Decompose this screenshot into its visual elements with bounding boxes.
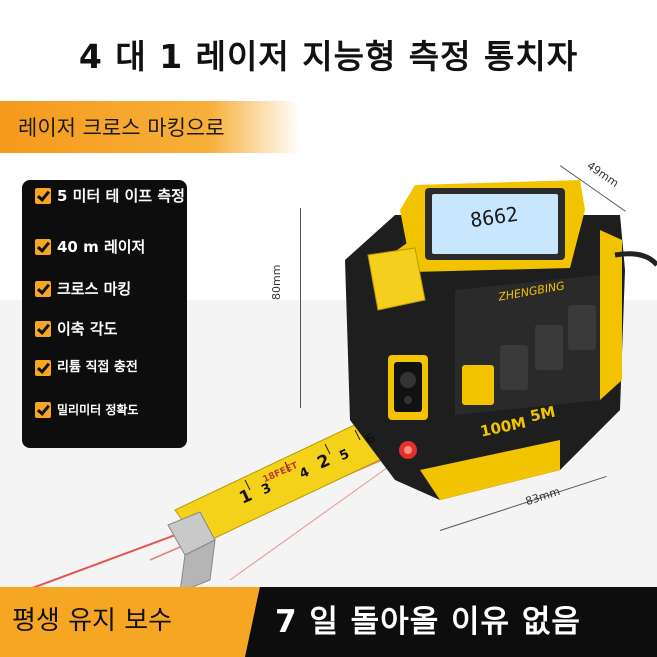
return-policy-text: 7 일 돌아올 이유 없음 — [275, 604, 581, 640]
checkmark-icon — [35, 360, 51, 376]
checkmark-icon — [35, 402, 51, 418]
dimension-height-label: 80mm — [270, 264, 283, 300]
bottom-left-banner — [0, 587, 260, 657]
checkmark-icon — [35, 281, 51, 297]
feature-item: 밀리미터 정확도 — [35, 400, 187, 420]
feature-label: 40 m 레이저 — [57, 238, 146, 256]
subtitle: 레이저 크로스 마킹으로 — [18, 116, 225, 140]
checkmark-icon — [35, 188, 51, 204]
feature-label: 5 미터 테 이프 측정 — [57, 187, 185, 205]
checkmark-icon — [35, 239, 51, 255]
page-title: 4 대 1 레이저 지능형 측정 통치자 — [78, 37, 579, 76]
checkmark-icon — [35, 321, 51, 337]
feature-label: 리튬 직접 충전 — [57, 360, 138, 375]
feature-label: 이축 각도 — [57, 320, 118, 338]
feature-item: 40 m 레이저 — [35, 237, 187, 257]
feature-label: 크로스 마킹 — [57, 280, 132, 298]
feature-label: 밀리미터 정확도 — [57, 403, 139, 417]
feature-panel: 5 미터 테 이프 측정 40 m 레이저 크로스 마킹 이축 각도 리튬 직접… — [22, 180, 187, 448]
subtitle-ribbon — [0, 101, 300, 153]
lifetime-maintenance-text: 평생 유지 보수 — [12, 606, 173, 636]
dimension-line-height — [300, 208, 301, 408]
feature-item: 이축 각도 — [35, 319, 187, 339]
feature-item: 크로스 마킹 — [35, 279, 187, 299]
feature-item: 5 미터 테 이프 측정 — [35, 186, 187, 206]
feature-item: 리튬 직접 충전 — [35, 358, 187, 378]
